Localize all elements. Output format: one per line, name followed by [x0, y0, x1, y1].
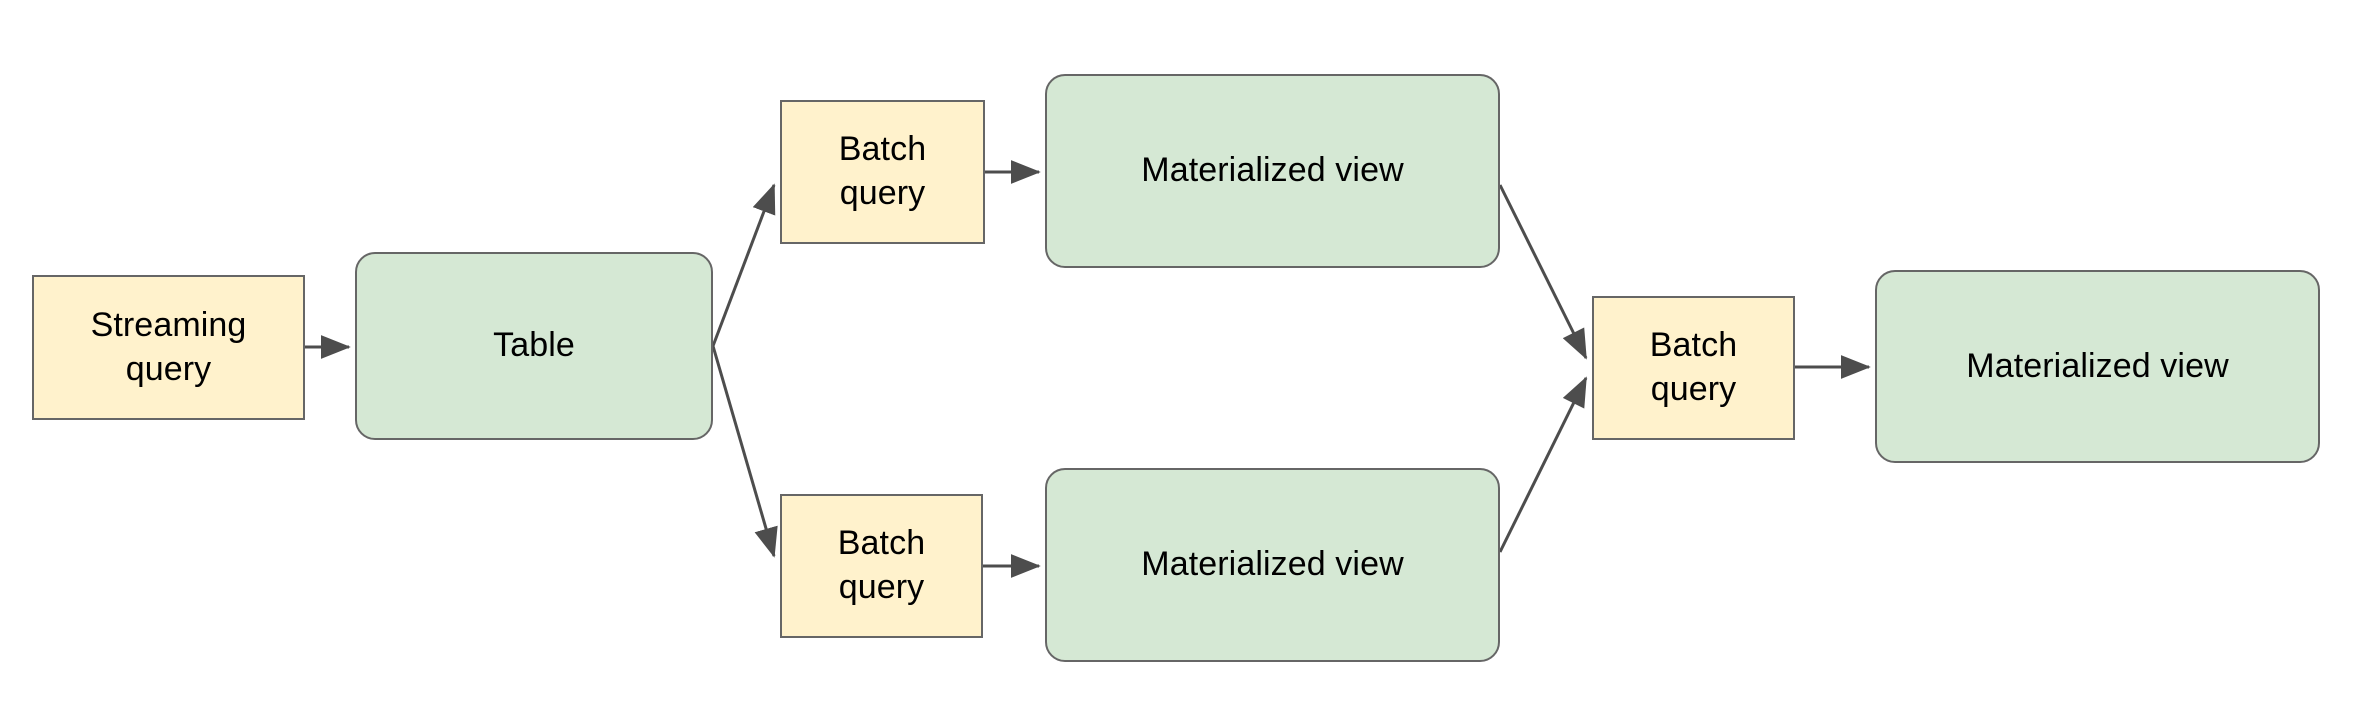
node-label-materialized-view-final: Materialized view — [1966, 346, 2229, 385]
node-batch-query-top[interactable]: Batch query — [780, 100, 985, 244]
node-materialized-view-final[interactable]: Materialized view — [1875, 270, 2320, 463]
node-label-streaming-query: Streaming query — [90, 305, 247, 388]
node-label-batch-query-merge: Batch query — [1649, 326, 1738, 408]
node-batch-query-merge[interactable]: Batch query — [1592, 296, 1795, 440]
node-label-table: Table — [493, 326, 575, 365]
edge-table-to-batch-top — [711, 183, 776, 347]
node-table[interactable]: Table — [355, 252, 713, 440]
node-materialized-view-top[interactable]: Materialized view — [1045, 74, 1500, 268]
edge-mv-bottom-to-batch-merge — [1498, 376, 1588, 553]
node-label-materialized-view-top: Materialized view — [1141, 151, 1404, 190]
edge-table-to-batch-bottom — [711, 345, 778, 558]
node-label-batch-query-top: Batch query — [838, 130, 927, 212]
node-materialized-view-bottom[interactable]: Materialized view — [1045, 468, 1500, 662]
node-batch-query-bottom[interactable]: Batch query — [780, 494, 983, 638]
edge-mv-top-to-batch-merge — [1498, 184, 1588, 360]
node-label-batch-query-bottom: Batch query — [837, 524, 926, 606]
node-streaming-query[interactable]: Streaming query — [32, 275, 305, 420]
node-label-materialized-view-bottom: Materialized view — [1141, 545, 1404, 584]
